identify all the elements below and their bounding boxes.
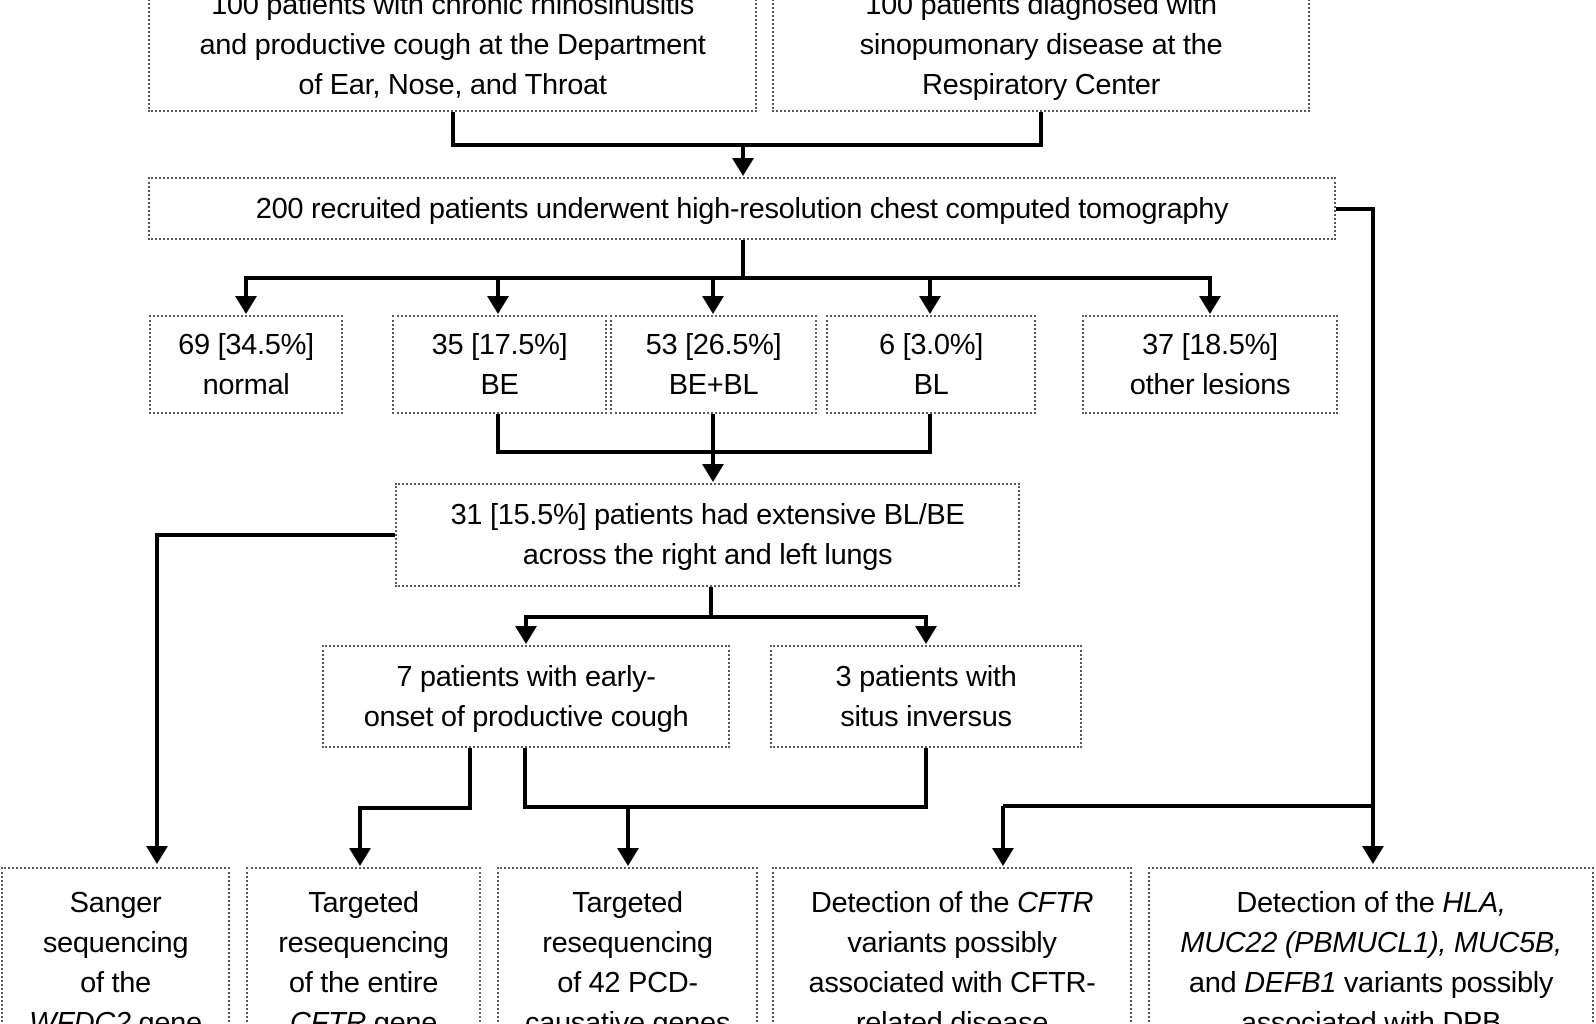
box-normal: 69 [34.5%]normal (149, 315, 343, 414)
connector-extensive-split (524, 587, 928, 629)
arrowhead-bl (919, 296, 941, 314)
arrowhead-other (1199, 296, 1221, 314)
arrowhead-pcd (617, 848, 639, 866)
connector-to-pcd (523, 748, 928, 849)
arrowhead-be-bl (702, 296, 724, 314)
arrowhead-hrct (732, 158, 754, 176)
arrowhead-cftr-variants (992, 848, 1014, 866)
arrowhead-early (515, 626, 537, 644)
connector-ct-fanout (244, 240, 1212, 298)
box-dpb-variants: Detection of the HLA,MUC22 (PBMUCL1), MU… (1148, 867, 1594, 1024)
connector-extensive-to-sanger (155, 533, 395, 847)
box-be-bl: 53 [26.5%]BE+BL (610, 315, 817, 414)
box-be: 35 [17.5%]BE (392, 315, 607, 414)
arrowhead-sanger (146, 846, 168, 864)
connector-be-merge (496, 414, 932, 466)
arrowhead-dpb (1362, 846, 1384, 864)
box-bl: 6 [3.0%]BL (826, 315, 1036, 414)
arrowhead-situs (915, 626, 937, 644)
box-other-lesions: 37 [18.5%]other lesions (1082, 315, 1338, 414)
box-ent-cohort: 100 patients with chronic rhinosinusitis… (148, 0, 757, 112)
box-hrct: 200 recruited patients underwent high-re… (148, 177, 1336, 240)
connector-early-to-cftr (358, 748, 472, 849)
arrowhead-extensive (702, 464, 724, 482)
connector-hrct-right-route (1001, 207, 1375, 849)
connector-cohorts-merge (451, 112, 1043, 160)
arrowhead-normal (235, 296, 257, 314)
arrowhead-cftr-gene (349, 848, 371, 866)
arrowheads (146, 158, 1384, 866)
box-early-onset-cough: 7 patients with early-onset of productiv… (322, 645, 730, 748)
arrowhead-be (487, 296, 509, 314)
